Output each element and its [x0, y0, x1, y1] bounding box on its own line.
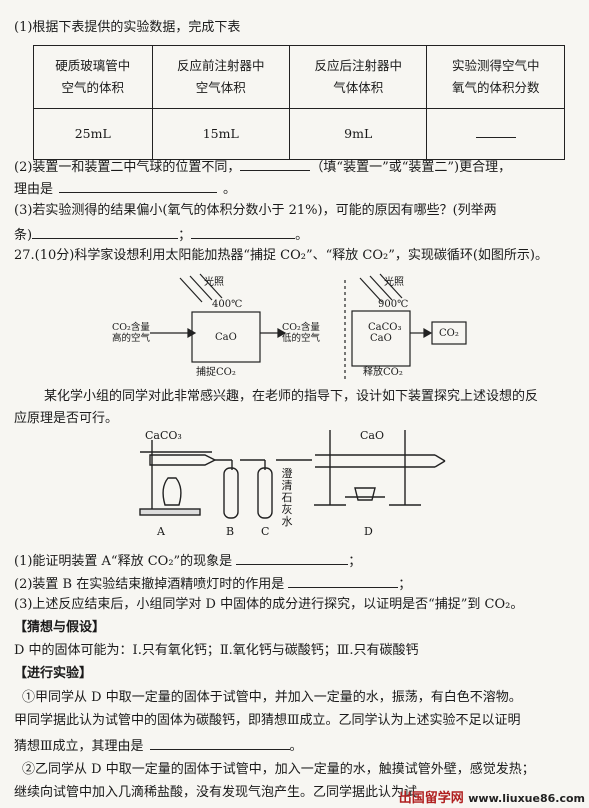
paragraph-line: 某化学小组的同学对此非常感兴趣，在老师的指导下，设计如下装置探究上述设想的反 — [44, 389, 539, 404]
question-2: (2)装置一和装置二中气球的位置不同，（填“装置一”或“装置二”)更合理， — [14, 156, 579, 177]
question-27: 27.(10分)科学家设想利用太阳能加热器“捕捉 CO₂”、“释放 CO₂”，实… — [14, 248, 548, 263]
limewater-label: 澄清石灰水 — [281, 467, 293, 528]
section-title-experiment: 【进行实验】 — [14, 666, 93, 681]
co2-box-label: CO₂ — [439, 328, 459, 339]
experiment-2-line: 继续向试管中加入几滴稀盐酸，没有发现气泡产生。乙同学据此认为试 — [14, 785, 418, 800]
question-1-intro: (1)根据下表提供的实验数据，完成下表 — [14, 20, 241, 35]
value-cell: 25mL — [33, 108, 153, 160]
table-value-row: 25mL 15mL 9mL — [33, 108, 565, 160]
temperature-label: 400℃ — [212, 299, 243, 310]
header-cell: 反应后注射器中气体体积 — [288, 45, 428, 109]
output-air-label: CO₂含量低的空气 — [282, 322, 321, 344]
experiment-1-line: 甲同学据此认为试管中的固体为碳酸钙，即猜想Ⅲ成立。乙同学认为上述实验不足以证明 — [14, 713, 521, 728]
light-label: 光照 — [384, 277, 404, 288]
temperature-label: 900℃ — [378, 299, 409, 310]
table-header-row: 硬质玻璃管中空气的体积 反应前注射器中空气体积 反应后注射器中气体体积 实验测得… — [33, 45, 565, 109]
answer-blank[interactable] — [191, 224, 296, 239]
header-cell: 硬质玻璃管中空气的体积 — [33, 45, 153, 109]
apparatus-label-b: B — [226, 525, 235, 538]
answer-blank[interactable] — [240, 156, 311, 171]
experiment-1-reason: 猜想Ⅲ成立，其理由是。 — [14, 735, 579, 756]
answer-blank[interactable] — [236, 550, 349, 565]
apparatus-label-d: D — [364, 525, 373, 538]
value-cell: 9mL — [288, 108, 428, 160]
cao-label: CaO — [360, 429, 384, 442]
light-label: 光照 — [204, 277, 224, 288]
capture-co2-caption: 捕捉CO₂ — [196, 367, 236, 378]
site-watermark: 出国留学网 www.liuxue86.com — [398, 791, 585, 806]
input-air-label: CO₂含量高的空气 — [112, 322, 151, 344]
question-3: (3)若实验测得的结果偏小(氧气的体积分数小于 21%)，可能的原因有哪些？(列… — [14, 203, 497, 218]
answer-blank-cell[interactable] — [426, 108, 565, 160]
caco3-label: CaCO₃ — [145, 429, 182, 442]
experiment-2-line: ②乙同学从 D 中取一定量的固体于试管中，加入一定量的水，触摸试管外壁，感觉发热… — [22, 762, 535, 777]
apparatus-label-c: C — [261, 525, 270, 538]
header-cell: 实验测得空气中氧气的体积分数 — [426, 45, 565, 109]
hypothesis-text: D 中的固体可能为：Ⅰ.只有氧化钙；Ⅱ.氧化钙与碳酸钙；Ⅲ.只有碳酸钙 — [14, 643, 419, 658]
release-co2-caption: 释放CO₂ — [363, 367, 403, 378]
answer-blank[interactable] — [149, 735, 290, 750]
apparatus-label-a: A — [157, 525, 165, 538]
question-27-2: (2)装置 B 在实验结束撤掉酒精喷灯时的作用是； — [14, 573, 579, 594]
answer-blank[interactable] — [32, 224, 179, 239]
cao-box-label: CaO — [215, 332, 237, 343]
question-2-reason: 理由是。 — [14, 178, 579, 199]
answer-blank[interactable] — [59, 178, 218, 193]
section-title-hypothesis: 【猜想与假设】 — [14, 620, 106, 635]
question-3-cont: 条)；。 — [14, 224, 579, 245]
experiment-1-line: ①甲同学从 D 中取一定量的固体于试管中，并加入一定量的水，振荡，有白色不溶物。 — [22, 690, 522, 705]
paragraph-line: 应原理是否可行。 — [14, 411, 119, 426]
question-27-1: (1)能证明装置 A“释放 CO₂”的现象是； — [14, 550, 579, 571]
answer-blank[interactable] — [288, 573, 399, 588]
question-27-3: (3)上述反应结束后，小组同学对 D 中固体的成分进行探究，以证明是否“捕捉”到… — [14, 597, 524, 612]
experiment-data-table: 硬质玻璃管中空气的体积 反应前注射器中空气体积 反应后注射器中气体体积 实验测得… — [33, 45, 565, 160]
